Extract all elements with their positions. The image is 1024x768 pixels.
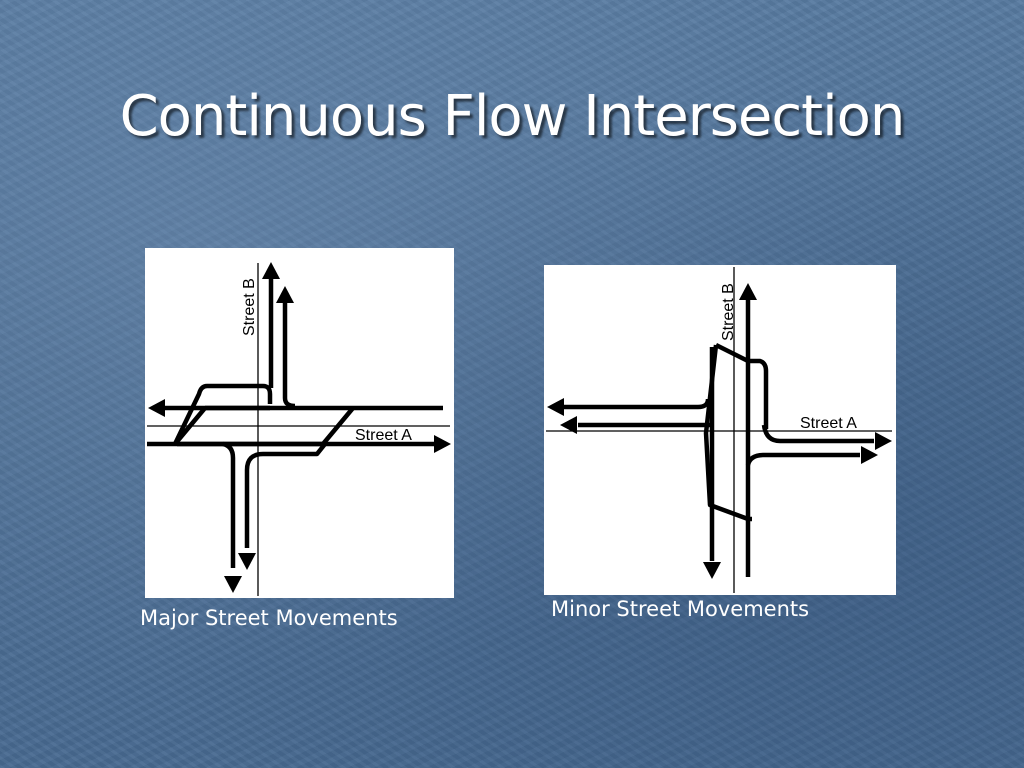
north-arrow-head-2 <box>276 286 294 303</box>
street-b-label: Street B <box>241 278 258 336</box>
northbound-left-turn-lane <box>172 383 273 445</box>
north-arrow-head <box>739 283 757 300</box>
south-arrow-head-2 <box>238 553 256 570</box>
south-arrow-head-1 <box>224 576 242 593</box>
eastbound-lane-1 <box>761 424 874 444</box>
west-arrow-head <box>148 399 165 417</box>
southbound-lane-2 <box>244 442 327 548</box>
westbound-lane-1 <box>564 398 711 410</box>
east-arrow-head-2 <box>861 446 878 464</box>
east-arrow-head-1 <box>875 432 892 450</box>
street-a-label: Street A <box>800 415 857 432</box>
west-arrow-head-1 <box>547 398 564 416</box>
south-arrow-head <box>703 562 721 579</box>
street-a-label: Street A <box>355 427 412 444</box>
minor-street-diagram-svg: Street A Street B <box>546 267 892 593</box>
east-arrow-head <box>434 435 451 453</box>
crossover-top <box>714 342 769 429</box>
eastbound-lane-2 <box>745 452 860 466</box>
minor-street-diagram: Street A Street B <box>544 265 896 595</box>
crossover-left <box>703 344 749 522</box>
street-b-label: Street B <box>720 283 737 341</box>
southbound-lane-1 <box>222 441 236 568</box>
major-street-diagram: Street A Street B <box>145 248 454 598</box>
north-arrow-head-1 <box>262 262 280 279</box>
major-street-caption: Major Street Movements <box>140 606 398 630</box>
minor-street-caption: Minor Street Movements <box>551 597 810 621</box>
major-street-diagram-svg: Street A Street B <box>147 262 451 596</box>
west-arrow-head-2 <box>560 416 577 434</box>
northbound-lane-2 <box>282 300 296 409</box>
slide-title: Continuous Flow Intersection <box>119 84 906 149</box>
